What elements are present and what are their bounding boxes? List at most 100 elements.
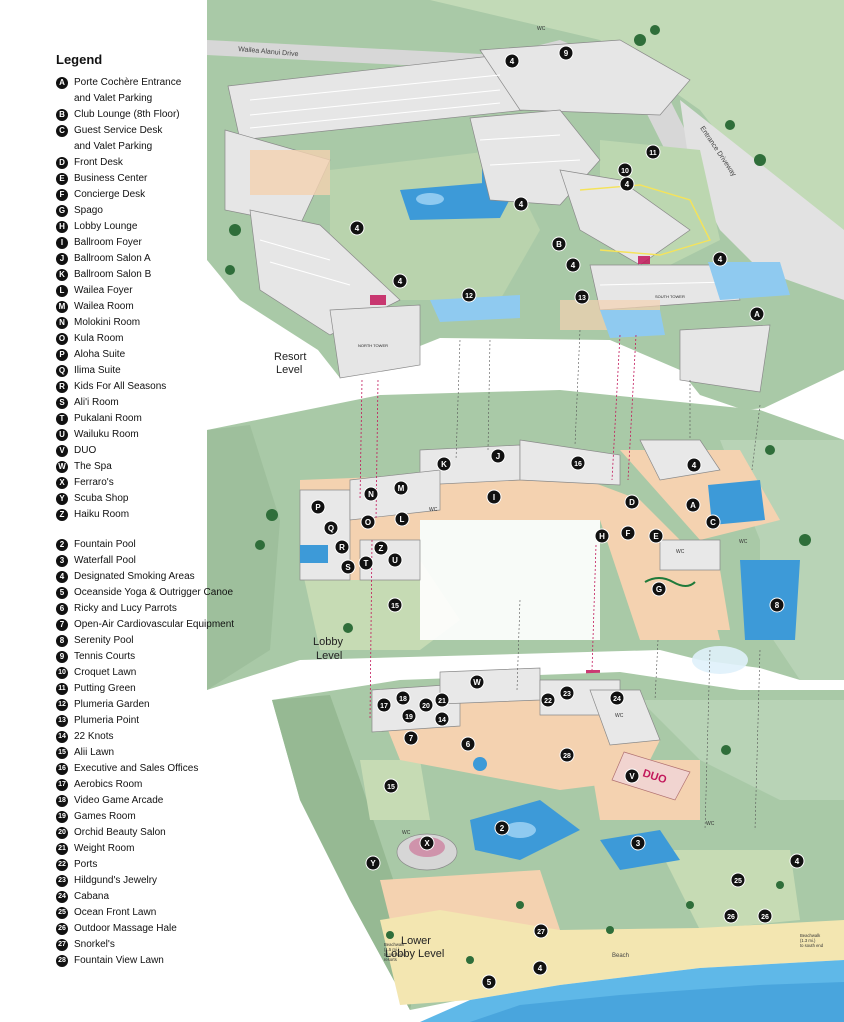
legend-badge: 6 — [56, 603, 68, 615]
map-marker-label: G — [656, 585, 662, 594]
legend-badge: 17 — [56, 779, 68, 791]
map-marker-22: 22 — [540, 692, 556, 708]
map-marker-label: 5 — [487, 978, 492, 987]
map-marker-label: D — [629, 498, 635, 507]
legend-badge: E — [56, 173, 68, 185]
legend-badge: 18 — [56, 795, 68, 807]
legend-badge: M — [56, 301, 68, 313]
legend-label: Snorkel's — [74, 939, 115, 950]
legend-label: Ferraro's — [74, 477, 114, 488]
map-marker-18: 18 — [395, 690, 411, 706]
map-marker-4: 4 — [619, 176, 635, 192]
map-marker-28: 28 — [559, 747, 575, 763]
map-marker-11: 11 — [645, 144, 661, 160]
legend-label: Club Lounge (8th Floor) — [74, 109, 180, 120]
legend-label: Open-Air Cardiovascular Equipment — [74, 619, 235, 630]
map-marker-b: B — [551, 236, 567, 252]
map-marker-25: 25 — [730, 872, 746, 888]
legend-label: Weight Room — [74, 843, 135, 854]
map-marker-label: W — [473, 678, 481, 687]
beachwalk-south-label: Beachwalk(1.3 mi.)to south end — [800, 933, 824, 948]
map-marker-label: 10 — [621, 168, 629, 175]
legend-label: Pukalani Room — [74, 413, 142, 424]
map-marker-label: B — [556, 240, 562, 249]
map-marker-13: 13 — [574, 289, 590, 305]
wc-sign: WC — [739, 539, 748, 545]
map-marker-23: 23 — [559, 685, 575, 701]
wc-sign: WC — [402, 830, 411, 836]
map-marker-label: 17 — [380, 703, 388, 710]
resort-level-glass — [430, 262, 790, 338]
map-marker-label: 14 — [438, 717, 446, 724]
map-marker-label: 4 — [538, 964, 543, 973]
legend-badge: U — [56, 429, 68, 441]
legend-badge: 9 — [56, 651, 68, 663]
map-marker-27: 27 — [533, 923, 549, 939]
legend-label: The Spa — [74, 461, 112, 472]
legend-label: Wailea Room — [74, 301, 134, 312]
map-marker-m: M — [393, 480, 409, 496]
legend-badge: L — [56, 285, 68, 297]
legend-title: Legend — [56, 52, 103, 67]
wc-sign: WC — [706, 821, 715, 827]
legend-label: Croquet Lawn — [74, 667, 137, 678]
map-marker-17: 17 — [376, 697, 392, 713]
map-marker-4: 4 — [513, 196, 529, 212]
wc-sign: WC — [537, 26, 546, 32]
legend-badge: 16 — [56, 763, 68, 775]
map-marker-label: 9 — [564, 49, 569, 58]
legend-badge: 2 — [56, 539, 68, 551]
legend-label: Serenity Pool — [74, 635, 134, 646]
legend-label: Cabana — [74, 891, 110, 902]
map-marker-label: 12 — [465, 293, 473, 300]
legend-label: Porte Cochère Entrance and Valet Parking — [74, 77, 182, 104]
map-marker-label: 24 — [613, 696, 621, 703]
map-marker-label: 18 — [399, 696, 407, 703]
map-marker-label: N — [368, 490, 374, 499]
duo-roof — [611, 751, 691, 801]
map-marker-14: 14 — [434, 711, 450, 727]
map-marker-label: 19 — [405, 714, 413, 721]
map-marker-e: E — [648, 528, 664, 544]
svg-text:Beachwalk(1.3 mi.)to south end: Beachwalk(1.3 mi.)to south end — [800, 933, 824, 948]
legend-label: Kula Room — [74, 333, 124, 344]
legend-badge: 19 — [56, 811, 68, 823]
map-marker-label: U — [392, 556, 398, 565]
legend-badge: N — [56, 317, 68, 329]
map-marker-label: P — [315, 503, 321, 512]
legend-label: Spago — [74, 205, 103, 216]
map-marker-q: Q — [323, 520, 339, 536]
map-marker-a: A — [749, 306, 765, 322]
legend-badge: V — [56, 445, 68, 457]
map-marker-k: K — [436, 456, 452, 472]
legend-badge: T — [56, 413, 68, 425]
wc-sign: WC — [615, 713, 624, 719]
map-marker-label: 4 — [398, 277, 403, 286]
map-marker-label: 2 — [500, 824, 505, 833]
map-marker-label: 13 — [578, 295, 586, 302]
